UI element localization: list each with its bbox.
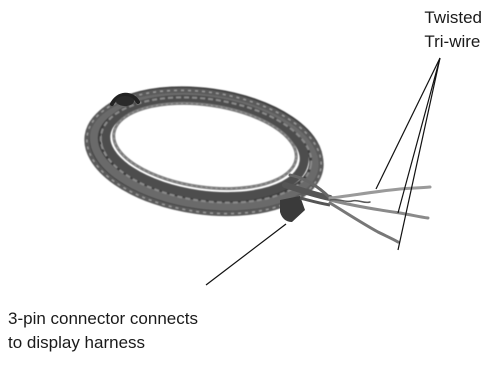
leader-line-tri-wire-1 — [375, 57, 441, 190]
tri-wire-label-line1: Twisted — [424, 8, 482, 27]
twist-tie — [110, 92, 140, 106]
tri-wire-label: Twisted Tri-wire — [424, 6, 482, 54]
tri-wire-ends — [328, 185, 432, 244]
leader-lines — [205, 57, 441, 286]
leader-line-connector — [205, 223, 287, 286]
leader-line-tri-wire-3 — [397, 57, 441, 251]
tri-wire-label-line2: Tri-wire — [424, 32, 481, 51]
connector-label: 3-pin connector connects to display harn… — [8, 307, 198, 355]
connector-icon — [280, 196, 331, 222]
connector-label-line1: 3-pin connector connects — [8, 309, 198, 328]
coiled-cable — [84, 86, 324, 217]
connector-label-line2: to display harness — [8, 333, 146, 352]
leader-line-tri-wire-2 — [397, 57, 441, 214]
cable-lead — [282, 173, 333, 201]
